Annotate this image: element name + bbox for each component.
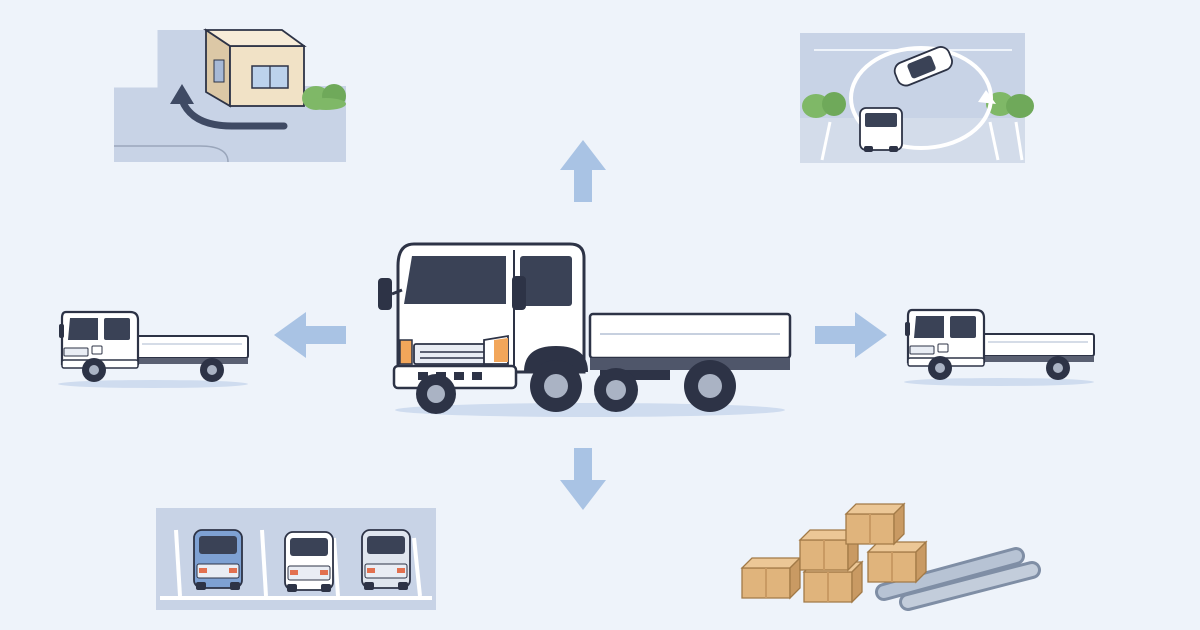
parking-spaces-scene (156, 508, 436, 610)
bush-icon (302, 84, 346, 110)
turnaround-circle-icon (849, 46, 996, 150)
pipe-icon (875, 547, 1041, 611)
small-truck-right (902, 308, 1096, 388)
car-icon (893, 46, 953, 87)
van-icon (361, 529, 411, 591)
small-truck-left (56, 310, 250, 390)
building (203, 28, 307, 108)
box-icon (867, 541, 927, 583)
van-icon (284, 531, 334, 593)
van-icon (859, 107, 903, 152)
narrow-street-scene (114, 28, 346, 163)
arrow-up (560, 140, 606, 202)
curved-arrow-icon (170, 84, 288, 130)
cargo-scene (741, 503, 1041, 611)
van-icon (193, 529, 243, 591)
arrow-down (560, 448, 606, 510)
turnaround-scene (800, 33, 1034, 163)
arrow-left (274, 312, 346, 358)
arrow-right (815, 312, 887, 358)
box-icon (845, 503, 905, 545)
center-flatbed-truck (378, 242, 792, 417)
box-icon (741, 557, 801, 599)
